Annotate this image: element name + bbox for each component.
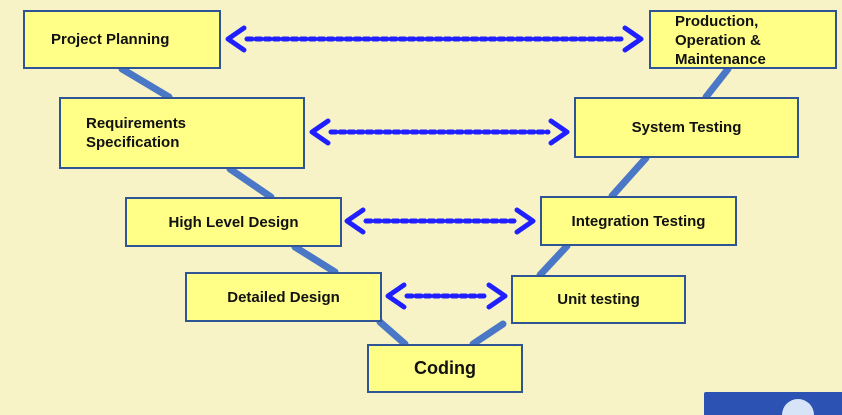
integration-testing-label: Integration Testing bbox=[571, 212, 706, 230]
production-operation-maintenance-box: Production, Operation & Maintenance bbox=[649, 10, 837, 69]
project-planning-box: Project Planning bbox=[23, 10, 221, 69]
project-planning-label: Project Planning bbox=[51, 31, 170, 48]
coding-label: Coding bbox=[414, 358, 476, 378]
integration-testing-box: Integration Testing bbox=[540, 196, 737, 246]
requirements-specification-label: Requirements Specification bbox=[86, 115, 187, 151]
arrow-requirements-system bbox=[309, 118, 570, 146]
system-testing-box: System Testing bbox=[574, 97, 799, 158]
coding-box: Coding bbox=[367, 344, 523, 393]
high-level-design-label: High Level Design bbox=[168, 213, 299, 231]
presenter-thumbnail-icon bbox=[704, 392, 842, 415]
detailed-design-box: Detailed Design bbox=[185, 272, 382, 322]
high-level-design-box: High Level Design bbox=[125, 197, 342, 247]
unit-testing-label: Unit testing bbox=[557, 291, 640, 308]
connector-left-4 bbox=[376, 318, 409, 348]
connector-right-2 bbox=[608, 154, 650, 200]
detailed-design-label: Detailed Design bbox=[227, 288, 340, 306]
connector-right-4 bbox=[469, 320, 507, 348]
arrow-detailed-unit bbox=[385, 282, 508, 310]
v-connector-lines bbox=[118, 65, 732, 348]
arrow-planning-production bbox=[225, 25, 644, 53]
connector-right-1 bbox=[702, 65, 732, 101]
presenter-face-icon bbox=[782, 399, 814, 415]
unit-testing-box: Unit testing bbox=[511, 275, 686, 324]
connector-left-3 bbox=[291, 243, 339, 276]
requirements-specification-box: Requirements Specification bbox=[59, 97, 305, 169]
production-operation-maintenance-label: Production, Operation & Maintenance bbox=[675, 13, 766, 68]
connector-left-2 bbox=[226, 165, 275, 201]
connector-left-1 bbox=[118, 65, 173, 101]
relationship-arrows bbox=[225, 25, 644, 310]
system-testing-label: System Testing bbox=[631, 119, 742, 136]
connector-right-3 bbox=[536, 242, 571, 279]
arrow-high-level-integration bbox=[344, 207, 536, 235]
